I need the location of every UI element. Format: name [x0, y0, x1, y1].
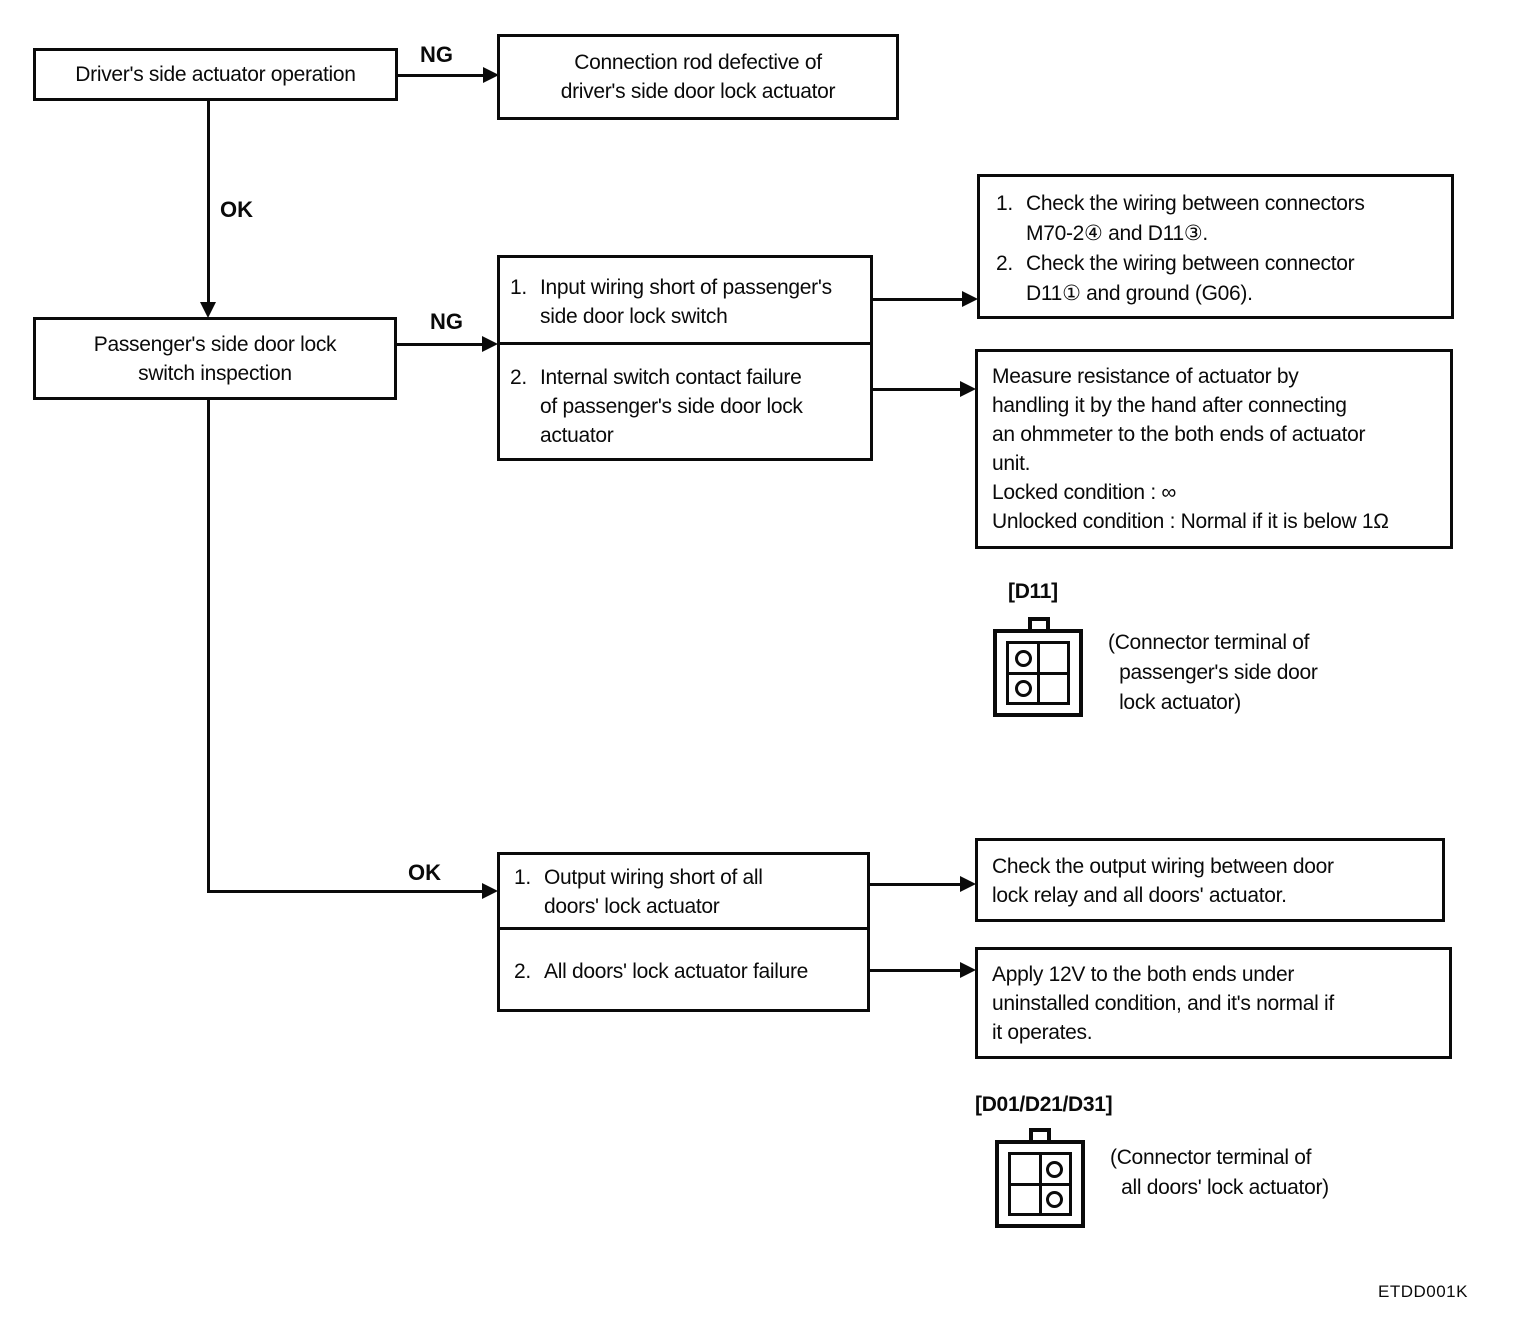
- ok-label-bottom: OK: [408, 860, 441, 885]
- ok-cause-1-number: 1.: [514, 866, 531, 889]
- connection-rod-box: Connection rod defective of driver's sid…: [497, 34, 899, 120]
- check-output-box: Check the output wiring between door loc…: [975, 838, 1445, 922]
- flow-line-ok-bottom-h: [207, 890, 484, 893]
- ng-cause-2-text: Internal switch contact failure of passe…: [540, 366, 803, 447]
- driver-operation-box: Driver's side actuator operation: [33, 48, 398, 101]
- arrowhead-ok-top: [200, 302, 216, 318]
- d11-connector-icon: [993, 617, 1087, 719]
- d11-connector-grid: [1006, 641, 1070, 705]
- ng-cause-1-text: Input wiring short of passenger's side d…: [540, 276, 832, 328]
- passenger-inspection-text: Passenger's side door lock switch inspec…: [93, 332, 337, 385]
- flow-line-ok-top: [207, 101, 210, 304]
- ok-cause-2-text: All doors' lock actuator failure: [544, 960, 809, 983]
- check-wiring-2-number: 2.: [996, 252, 1013, 275]
- ng-label-top: NG: [420, 42, 453, 67]
- flow-line-output1: [870, 883, 963, 886]
- check-wiring-2-text: Check the wiring between connector D11① …: [1026, 252, 1355, 305]
- passenger-inspection-box: Passenger's side door lock switch inspec…: [33, 317, 397, 400]
- arrowhead-ok-bottom: [482, 883, 498, 899]
- check-wiring-item-1: 1. Check the wiring between connectors M…: [996, 189, 1443, 249]
- ng-cause-1-number: 1.: [510, 276, 527, 299]
- d01-connector-icon: [995, 1128, 1089, 1230]
- check-wiring-item-2: 2. Check the wiring between connector D1…: [996, 249, 1443, 309]
- ng-cause-item-2: 2. Internal switch contact failure of pa…: [500, 345, 870, 458]
- d11-pin-3: [1015, 680, 1032, 697]
- ng-cause-item-1: 1. Input wiring short of passenger's sid…: [500, 258, 870, 345]
- driver-operation-text: Driver's side actuator operation: [75, 63, 356, 86]
- arrowhead-ng-top: [483, 67, 499, 83]
- d01-pin-1: [1046, 1161, 1063, 1178]
- doc-code: ETDD001K: [1378, 1282, 1468, 1301]
- ng-cause-2-number: 2.: [510, 366, 527, 389]
- d01-connector-grid: [1008, 1152, 1072, 1216]
- d01-connector-label: [D01/D21/D31]: [975, 1093, 1113, 1116]
- apply-12v-box: Apply 12V to the both ends under uninsta…: [975, 947, 1452, 1059]
- ok-cause-item-2: 2. All doors' lock actuator failure: [500, 930, 867, 1009]
- flow-line-output2: [870, 969, 963, 972]
- arrowhead-ng-mid: [482, 336, 498, 352]
- flow-line-cause2: [873, 388, 963, 391]
- d01-caption: (Connector terminal of all doors' lock a…: [1110, 1146, 1329, 1199]
- flow-line-cause1: [873, 298, 965, 301]
- arrowhead-cause2: [960, 381, 976, 397]
- arrowhead-cause1: [962, 291, 978, 307]
- check-wiring-1-number: 1.: [996, 192, 1013, 215]
- ok-cause-2-number: 2.: [514, 960, 531, 983]
- d11-grid-hline: [1009, 672, 1067, 675]
- measure-resistance-box: Measure resistance of actuator by handli…: [975, 349, 1453, 549]
- d01-pin-3: [1046, 1191, 1063, 1208]
- check-wiring-box: 1. Check the wiring between connectors M…: [977, 174, 1454, 319]
- d11-pin-1: [1015, 650, 1032, 667]
- ng-causes-box: 1. Input wiring short of passenger's sid…: [497, 255, 873, 461]
- ok-cause-item-1: 1. Output wiring short of all doors' loc…: [500, 855, 867, 930]
- d11-connector-label: [D11]: [1008, 580, 1058, 603]
- ng-label-mid: NG: [430, 309, 463, 334]
- arrowhead-output1: [960, 876, 976, 892]
- d01-grid-hline: [1011, 1183, 1069, 1186]
- flow-line-ok-bottom-v: [207, 400, 210, 893]
- ok-label-top: OK: [220, 197, 253, 222]
- check-wiring-1-text: Check the wiring between connectors M70-…: [1026, 192, 1365, 245]
- connection-rod-text: Connection rod defective of driver's sid…: [560, 51, 836, 103]
- flow-line-ng-mid: [397, 343, 485, 346]
- ok-cause-1-text: Output wiring short of all doors' lock a…: [544, 866, 763, 918]
- ok-causes-box: 1. Output wiring short of all doors' loc…: [497, 852, 870, 1012]
- arrowhead-output2: [960, 962, 976, 978]
- flow-line-ng-top: [398, 74, 486, 77]
- d11-caption: (Connector terminal of passenger's side …: [1108, 631, 1318, 714]
